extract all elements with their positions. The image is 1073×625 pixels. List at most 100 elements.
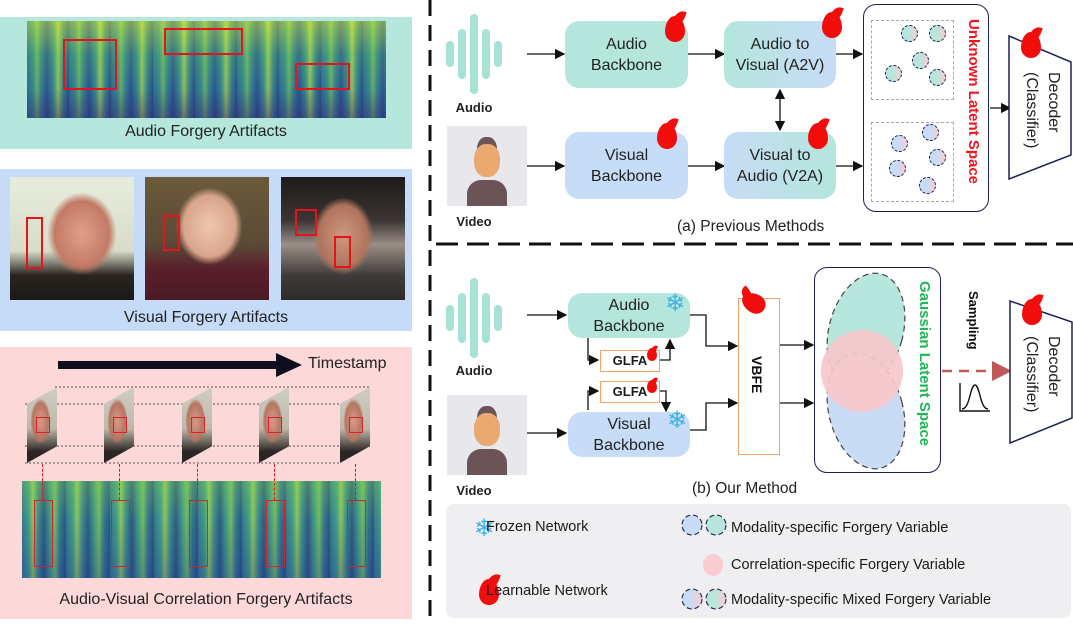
audio-waveform-icon [446,278,502,358]
audio-artifacts-panel: Audio Forgery Artifacts [0,17,412,149]
decoder-line: Decoder [1045,72,1062,133]
correlation-specific-icon [703,554,723,576]
legend-learnable-label: Learnable Network [486,583,608,599]
node-line: Audio (V2A) [736,167,824,185]
decoder-prev [1008,34,1072,181]
video-person-icon [447,126,527,206]
video-input-label: Video [456,214,492,229]
unknown-latent-space: Unknown Latent Space [863,4,989,212]
node-line: Audio [606,35,647,53]
decoder-line: Decoder [1045,336,1062,397]
horizontal-separator [436,242,1073,246]
unknown-latent-space-label: Unknown Latent Space [965,19,982,185]
artifact-box [268,417,282,433]
learnable-flame-icon [804,117,832,151]
vertical-separator [428,0,432,625]
correlation-link [274,464,275,500]
vbfe-label: VBFE [749,356,765,394]
glfa-label: GLFA [612,353,648,368]
learnable-flame-icon [653,117,681,151]
correlation-artifacts-caption: Audio-Visual Correlation Forgery Artifac… [59,591,353,608]
artifact-box [295,63,350,90]
arrows-prev [527,48,1012,172]
artifact-box [34,500,53,567]
learnable-flame-icon [1018,293,1046,327]
latent-point-visual [922,124,939,141]
learnable-flame-icon [661,10,689,44]
legend-modality-mixed-label: Modality-specific Mixed Forgery Variable [731,592,992,608]
face-image-1 [10,177,134,300]
timestamp-arrow [58,353,302,377]
audio-input-label: Audio [455,100,493,115]
artifact-box [349,417,363,433]
artifact-box [163,215,180,251]
learnable-flame-icon [475,573,503,607]
decoder-line: (Classifier) [1023,72,1040,149]
latent-point-audio [901,25,918,42]
latent-point-visual [889,160,906,177]
learnable-flame-icon [818,6,846,40]
correlation-spectrogram [22,481,381,578]
legend-frozen-label: Frozen Network [486,519,589,535]
latent-point-visual [891,135,908,152]
legend-correlation-label: Correlation-specific Forgery Variable [731,557,966,573]
frozen-snowflake-icon [667,406,693,434]
node-line: Visual to [749,146,811,164]
decoder-label-ours: Decoder(Classifier) [1020,336,1064,412]
latent-point-audio [912,52,929,69]
latent-point-audio [929,25,946,42]
visual-artifacts-caption: Visual Forgery Artifacts [123,309,289,326]
glfa-label: GLFA [612,384,648,399]
frozen-snowflake-icon [665,289,691,317]
artifact-box [164,28,243,55]
decoder-label-prev: Decoder (Classifier) [1020,72,1064,148]
correlation-link [355,464,356,500]
audio-waveform-icon [446,14,502,94]
face-image-3 [281,177,405,300]
timestamp-label: Timestamp [308,355,387,372]
latent-point-audio [929,69,946,86]
latent-cluster-audio [871,20,954,100]
latent-cluster-visual [871,122,954,202]
learnable-flame-icon [645,377,659,394]
artifact-box [266,500,285,567]
sampling-label: Sampling [966,291,981,350]
latent-point-visual [929,149,946,166]
audio-artifacts-caption: Audio Forgery Artifacts [125,123,287,140]
artifact-box [111,500,130,567]
artifact-box [113,417,127,433]
audio-spectrogram [27,21,386,118]
artifact-box [295,209,317,236]
correlation-link [197,464,198,500]
artifact-box [26,217,43,269]
node-line: Visual (A2V) [735,56,825,74]
artifact-box [189,500,208,567]
correlation-link [119,464,120,500]
video-person-icon [447,395,527,475]
modality-specific-icon [681,514,727,536]
audio-input-label: Audio [455,363,493,378]
gaussian-distributions [821,272,906,470]
learnable-flame-icon [645,345,659,362]
node-line: Visual [607,415,651,433]
latent-point-audio [885,65,902,82]
artifact-box [347,500,366,567]
artifact-box [191,417,205,433]
node-line: Audio to [750,35,810,53]
artifact-box [63,39,117,90]
node-line: Audio [608,296,650,314]
correlation-artifacts-panel: Timestamp Audio-Visual Correlation Forge… [0,347,412,619]
frozen-snowflake-icon [474,514,500,542]
gaussian-latent-space: Gaussian Latent Space [814,267,941,473]
node-line: Backbone [593,436,665,454]
correlation-link [42,464,43,500]
node-line: Backbone [593,317,665,335]
gaussian-curve-icon [959,383,990,412]
visual-artifacts-panel: Visual Forgery Artifacts [0,169,412,331]
video-input-label: Video [456,483,492,498]
artifact-box [334,236,351,268]
node-line: Backbone [590,167,663,185]
gaussian-latent-space-label: Gaussian Latent Space [916,281,933,447]
learnable-flame-icon [1017,26,1045,60]
